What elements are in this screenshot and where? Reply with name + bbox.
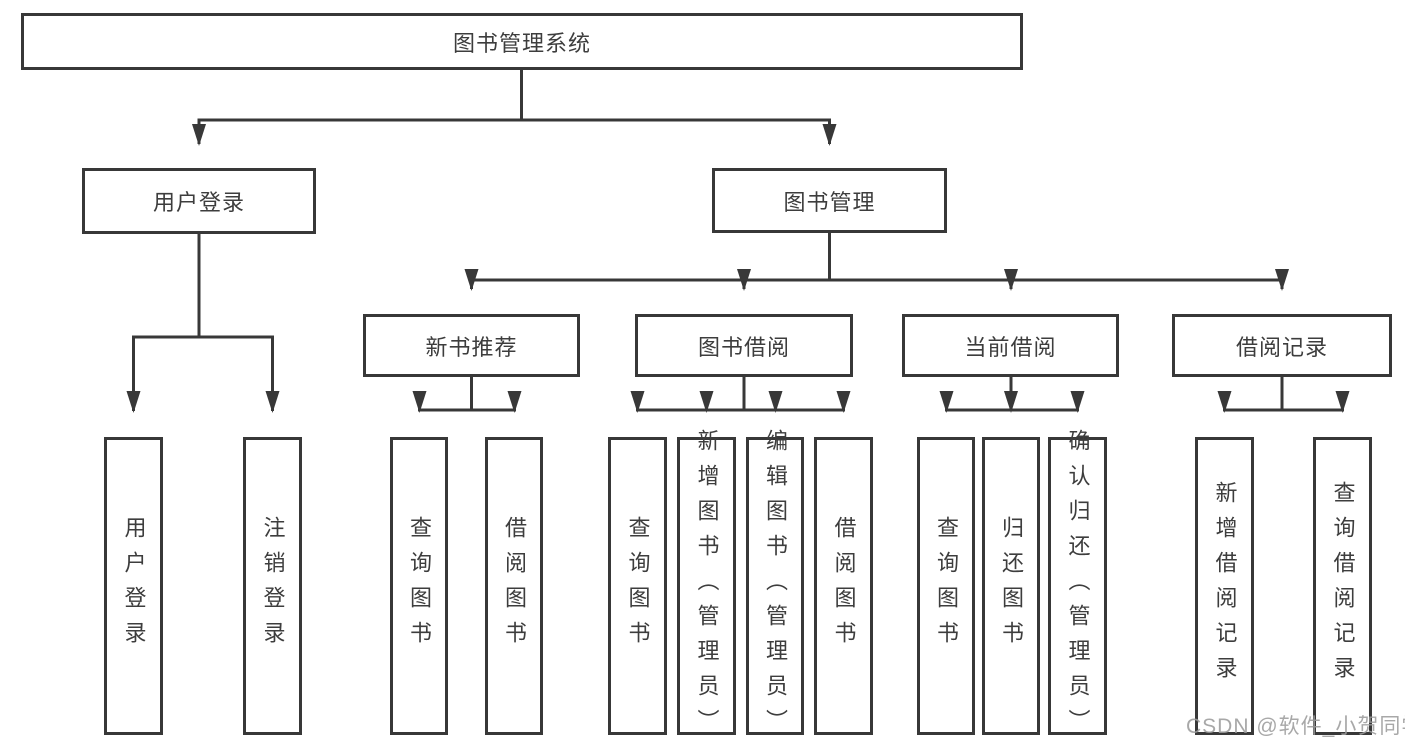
leaf-label: 新增图书（管理员） xyxy=(694,428,720,744)
leaf-label: 编辑图书（管理员） xyxy=(763,428,788,744)
leaf-query-books-2: 查询图书 xyxy=(608,437,667,735)
leaf-label: 查询借阅记录 xyxy=(1330,481,1356,691)
leaf-add-borrow-record: 新增借阅记录 xyxy=(1195,437,1254,735)
node-label: 当前借阅 xyxy=(964,334,1057,360)
leaf-label: 归还图书 xyxy=(999,516,1024,656)
node-borrow-records: 借阅记录 xyxy=(1172,314,1392,377)
leaf-add-book-admin: 新增图书（管理员） xyxy=(677,429,736,744)
leaf-label: 查询图书 xyxy=(934,516,959,656)
leaf-label: 查询图书 xyxy=(407,516,432,656)
leaf-label: 借阅图书 xyxy=(831,516,857,656)
arrow-lines xyxy=(126,120,1350,413)
node-label: 图书借阅 xyxy=(697,334,790,360)
leaf-query-books-3: 查询图书 xyxy=(917,437,975,735)
node-label: 图书管理 xyxy=(783,189,876,215)
leaf-label: 用户登录 xyxy=(121,516,147,656)
leaf-label: 注销登录 xyxy=(260,516,286,656)
node-new-book-recommend: 新书推荐 xyxy=(363,314,580,377)
leaf-edit-book-admin: 编辑图书（管理员） xyxy=(746,429,804,744)
node-label: 新书推荐 xyxy=(425,334,518,360)
watermark: CSDN @软件_小贺同学 xyxy=(1186,715,1405,738)
leaf-logout-login: 注销登录 xyxy=(243,437,302,735)
elbow-lines xyxy=(132,67,1344,412)
leaf-borrow-books-1: 借阅图书 xyxy=(485,437,543,735)
leaf-return-book: 归还图书 xyxy=(982,437,1040,735)
node-user-login: 用户登录 xyxy=(82,168,316,234)
leaf-query-books-1: 查询图书 xyxy=(390,437,448,735)
leaf-label: 查询图书 xyxy=(625,516,651,656)
leaf-user-login: 用户登录 xyxy=(104,437,163,735)
node-root-label: 图书管理系统 xyxy=(452,30,591,56)
leaf-confirm-return-admin: 确认归还（管理员） xyxy=(1048,429,1107,744)
node-label: 用户登录 xyxy=(152,190,245,215)
leaf-query-borrow-record: 查询借阅记录 xyxy=(1313,437,1372,735)
node-label: 借阅记录 xyxy=(1235,334,1328,360)
leaf-label: 借阅图书 xyxy=(502,516,527,656)
leaf-borrow-books-2: 借阅图书 xyxy=(814,437,873,735)
node-book-borrow: 图书借阅 xyxy=(635,314,853,377)
node-root: 图书管理系统 xyxy=(21,13,1023,70)
leaf-label: 确认归还（管理员） xyxy=(1065,428,1091,744)
leaf-label: 新增借阅记录 xyxy=(1212,481,1238,691)
node-current-borrow: 当前借阅 xyxy=(902,314,1119,377)
node-book-management: 图书管理 xyxy=(712,168,947,233)
